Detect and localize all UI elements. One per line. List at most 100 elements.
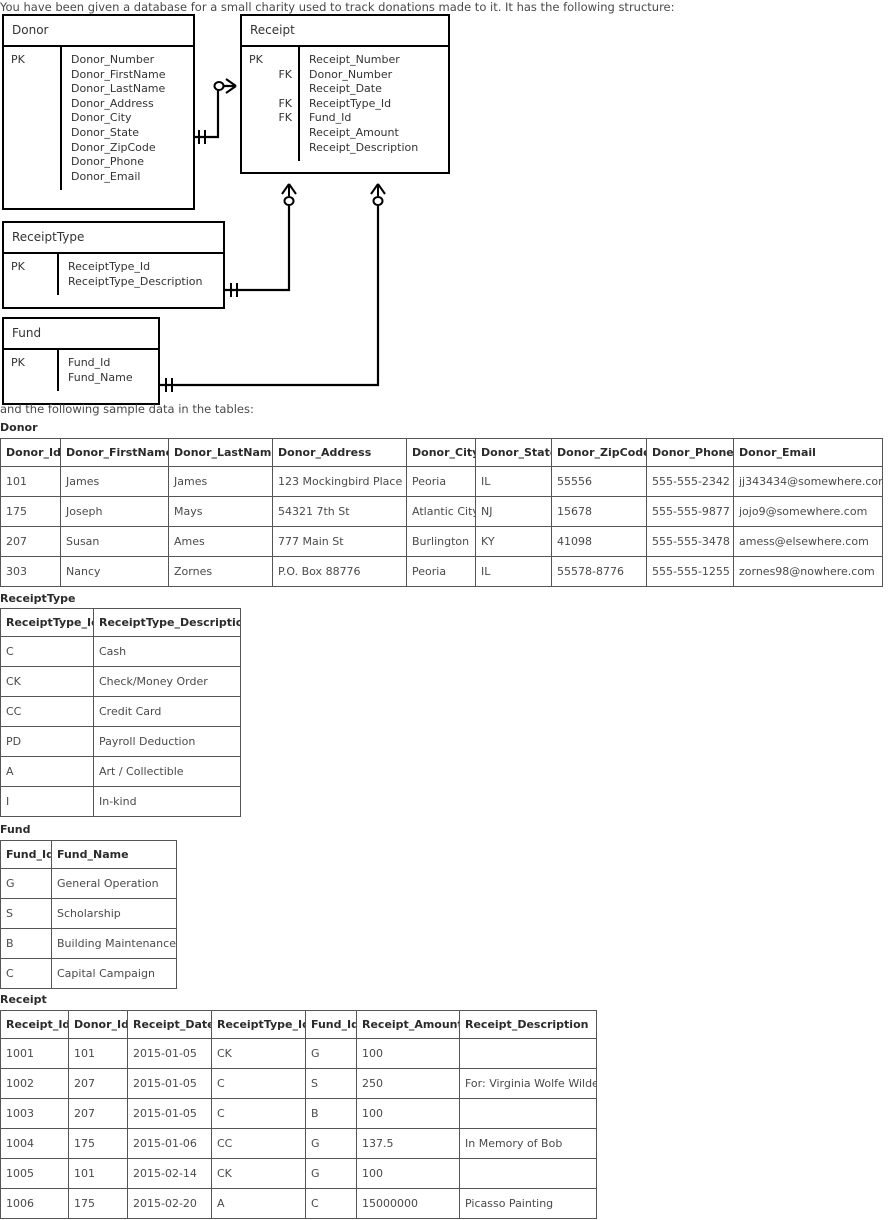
cell: Ames <box>168 526 273 557</box>
cell: 55556 <box>551 466 647 497</box>
column-header: Donor_Phone <box>646 438 734 467</box>
cell: S <box>0 898 52 929</box>
entity-donor: Donor PK Donor_Number Donor_FirstName Do… <box>2 14 195 210</box>
cell <box>459 1158 597 1189</box>
entity-receipt-keys: PK FK FK FK <box>242 47 300 162</box>
table-row: 175 Joseph Mays 54321 7th St Atlantic Ci… <box>0 496 883 527</box>
table-row: B Building Maintenance <box>0 928 177 959</box>
cell: CC <box>0 696 94 727</box>
table-row: G General Operation <box>0 868 177 899</box>
attribute: Receipt_Date <box>309 82 382 96</box>
cell: 41098 <box>551 526 647 557</box>
table-row: C Capital Campaign <box>0 958 177 989</box>
key-fk: FK <box>278 67 292 81</box>
table-header-row: Donor_Id Donor_FirstName Donor_LastName … <box>0 438 883 467</box>
attribute: Donor_Number <box>71 53 155 66</box>
cell: A <box>211 1188 306 1219</box>
cell: 207 <box>68 1098 128 1129</box>
entity-donor-body: PK Donor_Number Donor_FirstName Donor_La… <box>4 47 193 191</box>
table-row: CK Check/Money Order <box>0 666 241 697</box>
cell: KY <box>475 526 552 557</box>
cell: C <box>211 1098 306 1129</box>
cell: G <box>305 1128 357 1159</box>
cell: 303 <box>0 556 61 587</box>
cell: G <box>305 1038 357 1069</box>
entity-fund-attributes: Fund_Id Fund_Name <box>59 350 158 391</box>
cell <box>459 1038 597 1069</box>
rel-fund-receipt-line <box>160 202 380 387</box>
column-header: Donor_Address <box>272 438 407 467</box>
cell: 2015-01-05 <box>127 1098 212 1129</box>
cell: Scholarship <box>51 898 177 929</box>
cell: C <box>0 636 94 667</box>
column-header: Receipt_Date <box>127 1010 212 1039</box>
cell: 54321 7th St <box>272 496 407 527</box>
cell: Building Maintenance <box>51 928 177 959</box>
cell: In Memory of Bob <box>459 1128 597 1159</box>
attribute: Donor_Number <box>309 67 393 81</box>
cell: 175 <box>0 496 61 527</box>
cell: 15678 <box>551 496 647 527</box>
column-header: Receipt_Description <box>459 1010 597 1039</box>
donor-table: Donor_Id Donor_FirstName Donor_LastName … <box>0 438 883 587</box>
entity-receipttype-keys: PK <box>4 254 59 296</box>
cell: jj343434@somewhere.com <box>733 466 883 497</box>
table-row: PD Payroll Deduction <box>0 726 241 757</box>
cell: 100 <box>356 1038 460 1069</box>
cell <box>459 1098 597 1129</box>
entity-donor-title: Donor <box>4 16 193 47</box>
attribute: ReceiptType_Id <box>309 96 392 110</box>
entity-receipttype-body: PK ReceiptType_Id ReceiptType_Descriptio… <box>4 254 223 296</box>
table-row: C Cash <box>0 636 241 667</box>
cell: 555-555-1255 <box>646 556 734 587</box>
intro-text: You have been given a database for a sma… <box>0 0 675 14</box>
attribute: Donor_FirstName <box>71 67 166 81</box>
cell: Payroll Deduction <box>93 726 241 757</box>
table-row: 303 Nancy Zornes P.O. Box 88776 Peoria I… <box>0 556 883 587</box>
table-row: I In-kind <box>0 786 241 817</box>
table-header-row: Fund_Id Fund_Name <box>0 840 177 869</box>
cell: 175 <box>68 1128 128 1159</box>
column-header: ReceiptType_Description <box>93 608 241 637</box>
cell: 1004 <box>0 1128 69 1159</box>
cell: P.O. Box 88776 <box>272 556 407 587</box>
entity-receipttype-title: ReceiptType <box>4 223 223 254</box>
crowsfoot-receipt-from-donor <box>213 78 237 94</box>
cell: C <box>0 958 52 989</box>
attribute: Donor_Phone <box>71 155 144 169</box>
cell: 777 Main St <box>272 526 407 557</box>
cell: 250 <box>356 1068 460 1099</box>
key-pk: PK <box>249 53 263 66</box>
cell: 101 <box>68 1038 128 1069</box>
column-header: Fund_Id <box>305 1010 357 1039</box>
cell: IL <box>475 556 552 587</box>
cell: Credit Card <box>93 696 241 727</box>
attribute: Donor_Address <box>71 96 154 110</box>
column-header: Fund_Id <box>0 840 52 869</box>
cell: James <box>60 466 169 497</box>
table-row: 1002 207 2015-01-05 C S 250 For: Virgini… <box>0 1068 597 1099</box>
receipttype-table: ReceiptType_Id ReceiptType_Description C… <box>0 608 241 817</box>
column-header: Donor_Id <box>68 1010 128 1039</box>
key-pk: PK <box>11 356 25 369</box>
fund-table: Fund_Id Fund_Name G General Operation S … <box>0 840 177 989</box>
entity-fund-title: Fund <box>4 319 158 350</box>
cell: B <box>0 928 52 959</box>
cell: G <box>305 1158 357 1189</box>
donor-table-label: Donor <box>0 421 38 434</box>
cardinality-one-receipttype <box>230 283 238 297</box>
entity-fund: Fund PK Fund_Id Fund_Name <box>2 317 160 405</box>
cell: 123 Mockingbird Place <box>272 466 407 497</box>
cell: Susan <box>60 526 169 557</box>
cell: Capital Campaign <box>51 958 177 989</box>
attribute: Donor_City <box>71 111 132 125</box>
table-row: 1006 175 2015-02-20 A C 15000000 Picasso… <box>0 1188 597 1219</box>
cell: 2015-02-14 <box>127 1158 212 1189</box>
cell: IL <box>475 466 552 497</box>
cell: 2015-01-05 <box>127 1068 212 1099</box>
cell: Picasso Painting <box>459 1188 597 1219</box>
entity-receipt-attributes: Receipt_Number Donor_Number Receipt_Date… <box>300 47 448 161</box>
entity-receipttype: ReceiptType PK ReceiptType_Id ReceiptTyp… <box>2 221 225 309</box>
entity-receipt-body: PK FK FK FK Receipt_Number Donor_Number … <box>242 47 448 162</box>
cell: I <box>0 786 94 817</box>
